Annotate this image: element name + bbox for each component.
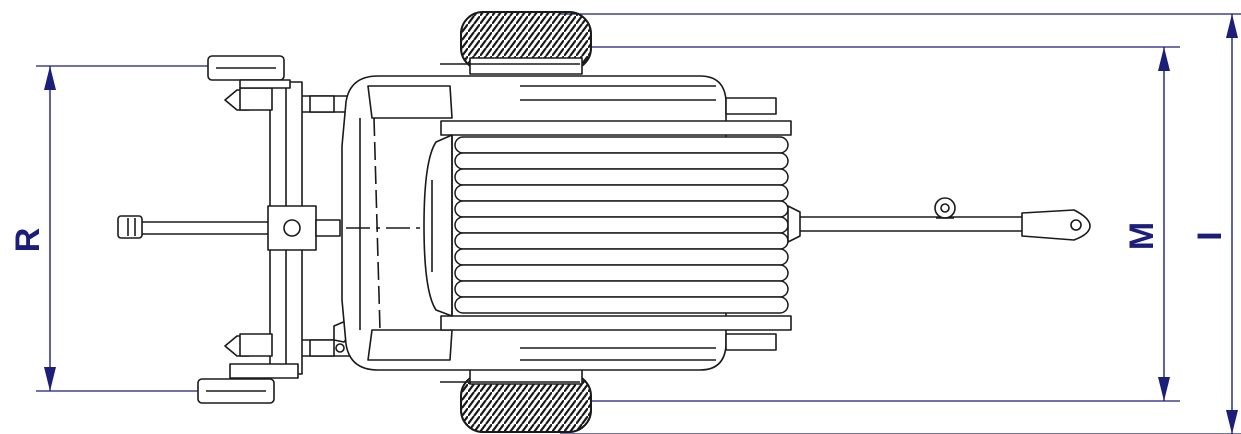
dimension-label-m: M <box>1123 221 1161 251</box>
dimension-arrows <box>44 14 1238 434</box>
front-hitch-eye <box>1021 209 1091 241</box>
rear-tow-bar <box>134 221 271 235</box>
wheel-top <box>460 11 592 75</box>
front-tow-bar <box>795 216 1029 232</box>
drum-side-plate <box>423 134 453 317</box>
drum-flange-bottom <box>440 315 792 331</box>
drum-flange-top <box>440 120 792 136</box>
dimension-label-l: I <box>1191 231 1229 241</box>
dimension-label-r: R <box>9 227 47 253</box>
hose-coils <box>454 136 789 314</box>
wheel-bottom <box>460 367 592 433</box>
trolley-outline <box>117 11 1091 433</box>
rear-hitch-eye <box>117 215 143 239</box>
dimension-lines <box>36 13 1241 434</box>
